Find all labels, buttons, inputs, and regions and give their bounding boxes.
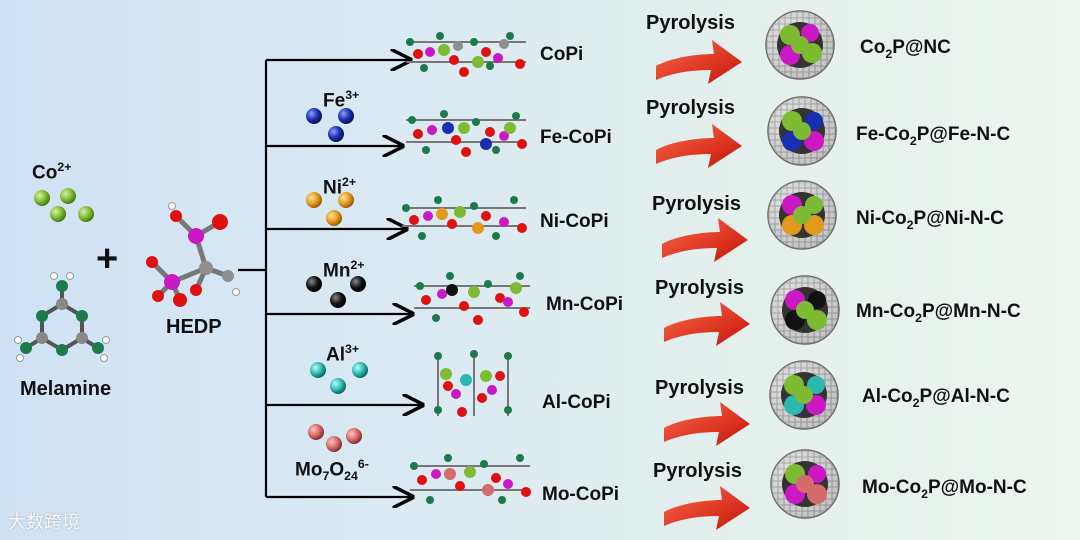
iron-ion-label: Fe3+ [323,88,360,112]
precursor-structure-icon-row-4 [414,272,530,325]
aluminum-ion-cluster-icon [310,362,368,394]
aluminum-ion-label: Al3+ [326,342,360,366]
nickel-ion-label: Ni2+ [323,175,357,199]
molybdate-ion-cluster-icon [308,424,362,452]
hedp-label: HEDP [166,316,222,338]
cobalt-ion-cluster-icon [34,188,94,222]
pyrolysis-label-row-2: Pyrolysis [646,97,735,119]
watermark-text: 大数跨境 [8,512,80,533]
precursor-label-copi: CoPi [540,44,584,65]
iron-ion-cluster-icon [306,108,354,142]
melamine-label: Melamine [20,378,112,400]
product-label-row-3: Ni-Co2P@Ni-N-C [856,208,1004,232]
pyrolysis-label-row-1: Pyrolysis [646,12,735,34]
precursor-structure-icon-row-2 [406,110,527,157]
core-shell-nanoparticle-icon-row-4 [770,275,840,345]
precursor-structure-icon-row-1 [406,32,526,77]
pyrolysis-label-row-3: Pyrolysis [652,193,741,215]
pyrolysis-label-row-5: Pyrolysis [655,377,744,399]
precursor-label-mo-copi: Mo-CoPi [542,484,620,505]
manganese-ion-label: Mn2+ [323,258,365,282]
core-shell-nanoparticle-icon-row-6 [770,449,840,519]
molybdate-ion-label: Mo7O246- [295,457,369,484]
precursor-structure-icon-row-5 [434,350,512,417]
precursor-label-ni-copi: Ni-CoPi [540,211,609,232]
pyrolysis-label-row-6: Pyrolysis [653,460,742,482]
nickel-ion-cluster-icon [306,192,354,226]
pyrolysis-label-row-4: Pyrolysis [655,277,744,299]
core-shell-nanoparticle-icon-row-1 [765,10,835,80]
precursor-label-fe-copi: Fe-CoPi [540,127,612,148]
melamine-molecule-icon [14,272,110,362]
product-label-row-4: Mn-Co2P@Mn-N-C [856,301,1021,325]
precursor-structure-icon-row-3 [402,196,527,240]
product-label-row-6: Mo-Co2P@Mo-N-C [862,477,1027,501]
manganese-ion-cluster-icon [306,276,366,308]
product-label-row-2: Fe-Co2P@Fe-N-C [856,124,1011,148]
precursor-structure-icon-row-6 [410,454,531,504]
core-shell-nanoparticle-icon-row-2 [767,96,837,166]
core-shell-nanoparticle-icon-row-3 [767,180,837,250]
plus-sign: + [96,238,119,280]
cobalt-ion-label: Co2+ [32,160,72,184]
product-label-row-5: Al-Co2P@Al-N-C [862,386,1010,410]
core-shell-nanoparticle-icon-row-5 [769,360,839,430]
hedp-molecule-icon [146,202,240,307]
precursor-label-al-copi: Al-CoPi [542,392,611,413]
product-label-row-1: Co2P@NC [860,37,951,61]
precursor-label-mn-copi: Mn-CoPi [546,294,624,315]
